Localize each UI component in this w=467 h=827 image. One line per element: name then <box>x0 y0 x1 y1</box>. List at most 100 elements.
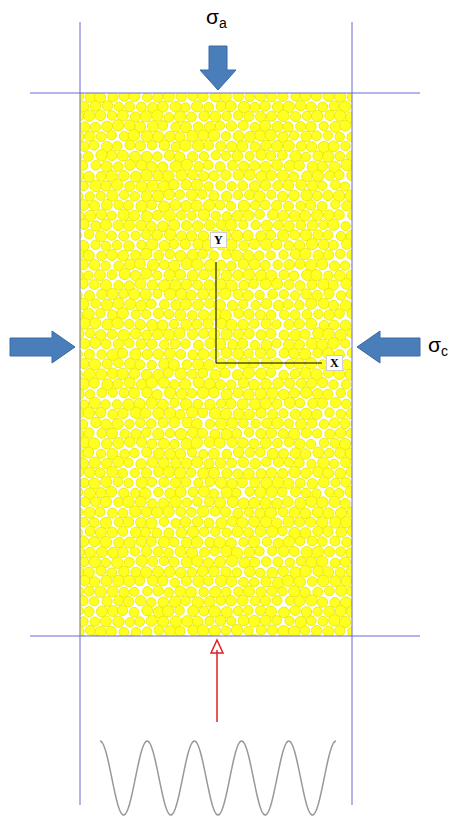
particle <box>249 379 260 390</box>
particle <box>216 260 226 270</box>
particle <box>84 110 95 121</box>
particle <box>272 239 282 249</box>
particle <box>291 291 300 300</box>
particle <box>306 318 317 329</box>
particle <box>89 537 99 547</box>
particle <box>204 220 215 231</box>
particle <box>261 577 271 587</box>
particle <box>227 616 236 625</box>
particle <box>197 387 209 399</box>
particle <box>312 507 323 518</box>
particle <box>181 596 191 606</box>
particle <box>284 160 295 171</box>
particle <box>198 130 209 141</box>
particle <box>290 487 300 497</box>
particle <box>294 160 304 170</box>
particle <box>266 111 276 121</box>
particle <box>313 526 323 536</box>
particle <box>226 576 237 587</box>
particle <box>176 389 187 400</box>
particle <box>265 130 276 141</box>
particle <box>301 152 310 161</box>
particle <box>175 368 187 380</box>
particle <box>171 122 181 132</box>
particle <box>306 102 316 112</box>
particle <box>80 575 90 586</box>
particle <box>222 250 231 259</box>
particle <box>147 180 158 191</box>
particle <box>153 289 162 298</box>
particle <box>124 241 134 251</box>
particle <box>347 526 352 536</box>
particle <box>211 211 220 220</box>
particle <box>187 427 198 438</box>
particle <box>233 93 244 101</box>
particle <box>324 546 334 556</box>
particle <box>279 348 289 358</box>
particle <box>80 318 90 329</box>
particle <box>97 428 107 438</box>
particle <box>300 449 311 460</box>
particle <box>187 389 197 399</box>
particle <box>130 587 139 596</box>
particle <box>312 131 322 141</box>
particle <box>306 200 316 210</box>
particle <box>91 417 102 428</box>
particle <box>142 330 152 340</box>
particle <box>80 389 84 400</box>
particle <box>153 152 162 161</box>
particle <box>204 497 214 507</box>
confining-stress-label: σc <box>428 334 448 355</box>
particle <box>113 339 123 349</box>
particle <box>289 585 300 596</box>
particle <box>296 122 306 132</box>
particle <box>114 281 123 290</box>
particle <box>118 209 130 221</box>
particle <box>180 140 191 151</box>
particle <box>96 566 106 576</box>
particle <box>272 160 283 171</box>
particle <box>170 398 179 407</box>
particle <box>323 151 334 162</box>
particle <box>90 338 101 349</box>
particle <box>106 626 117 636</box>
particle <box>221 329 232 340</box>
particle <box>118 250 129 261</box>
particle <box>267 526 278 537</box>
particle <box>300 210 311 221</box>
particle <box>130 448 140 458</box>
particle <box>237 399 248 410</box>
particle <box>142 93 151 102</box>
particle <box>244 309 254 319</box>
particle <box>341 221 350 230</box>
particle <box>170 496 182 508</box>
particle <box>226 380 236 390</box>
particle <box>210 506 220 516</box>
particle <box>279 290 288 299</box>
particle <box>323 190 333 200</box>
particle <box>188 625 198 635</box>
particle <box>244 566 255 577</box>
particle <box>83 407 95 419</box>
particle <box>194 162 204 172</box>
particle <box>107 211 116 220</box>
particle <box>97 289 107 299</box>
particle <box>328 141 339 152</box>
particle <box>278 507 288 517</box>
particle <box>272 399 282 409</box>
particle <box>215 615 226 626</box>
particle <box>162 606 173 617</box>
particle <box>227 437 237 447</box>
particle <box>102 319 113 330</box>
particle <box>244 508 253 517</box>
particle <box>153 349 163 359</box>
particle <box>273 378 284 389</box>
particle <box>148 556 158 566</box>
particle <box>158 418 168 428</box>
particle <box>107 508 117 518</box>
particle <box>329 615 341 627</box>
particle <box>130 547 139 556</box>
particle <box>193 576 205 588</box>
particle <box>209 408 221 420</box>
particle <box>323 250 333 260</box>
